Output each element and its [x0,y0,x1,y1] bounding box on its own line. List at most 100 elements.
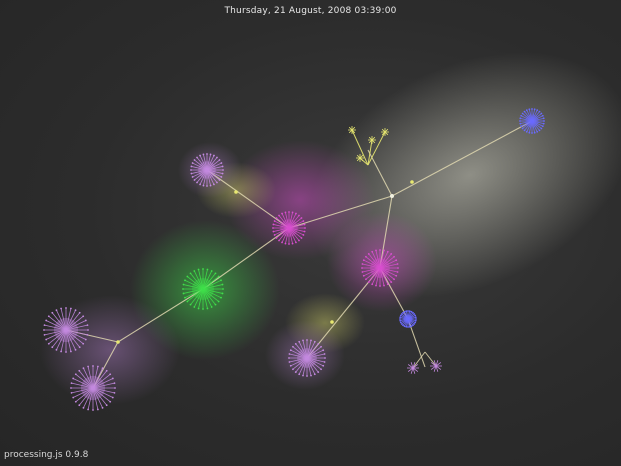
node-ray [206,154,211,171]
node-ray-tip [113,382,116,385]
node-ray-tip [78,346,81,349]
node-ray-tip [105,404,108,407]
node-ray [274,227,290,236]
node-ray-tip [407,310,409,312]
node-ray [531,120,543,127]
node-ray-tip [114,387,116,389]
node-ray [368,253,381,269]
node-ray-tip [367,281,370,283]
engine-version-label: processing.js 0.9.8 [4,450,89,460]
node-ray [183,284,204,290]
node-ray [206,169,215,185]
sprout-tip-2 [356,154,364,162]
node-ray-tip [281,241,283,244]
node-ray-tip [196,156,198,159]
node-ray [202,288,223,294]
node-ray-tip [304,227,306,229]
node-ray [65,329,72,352]
sprout-ray [381,131,386,136]
node-ray-tip [292,345,294,348]
node-ray [522,113,533,122]
node-ray-tip [273,234,276,236]
node-ray-tip [288,243,290,245]
node-ray-tip [531,132,533,134]
node-ray-tip [410,325,413,328]
node-ray [65,329,88,336]
node-ray [306,357,325,363]
node-ray [379,267,398,273]
node-ray-tip [302,234,305,236]
node-ray-tip [69,307,72,310]
node-ray-tip [533,131,536,134]
node-violet-left [43,307,89,353]
edge-dot-2 [116,340,120,344]
sprout-ray [368,139,373,144]
node-ray [288,217,302,229]
node-ray [520,120,533,125]
node-ray [288,227,297,243]
node-ray [302,357,308,376]
node-ray [306,340,312,359]
node-ray [92,387,115,394]
node-ray-tip [213,154,215,157]
node-ray-tip [222,169,224,171]
node-ray-tip [111,377,114,380]
node-ray-tip [96,408,99,411]
sprout-ray [371,136,376,141]
node-ray-tip [400,323,403,325]
node-ray-tip [281,212,283,215]
node-ray [379,263,398,269]
node-ray-tip [273,220,276,222]
node-ray-tip [302,339,304,342]
node-ray [362,267,381,273]
node-ray-tip [190,172,193,175]
node-ray [522,120,533,129]
node-ray-tip [294,343,297,345]
node-ray-tip [303,230,306,233]
node-ray [273,227,290,232]
node-ray [206,169,223,174]
node-ray [531,120,536,133]
node-ray-tip [182,292,185,295]
pair-ray [407,364,414,369]
node-ray [276,227,290,239]
pair-ray [412,367,419,372]
node-ray-tip [272,227,274,229]
sprout-ray [356,154,361,159]
node-ray-tip [379,249,381,251]
node-ray [531,120,540,131]
node-ray [75,387,94,403]
node-ray-tip [101,367,104,370]
node-ray [184,288,204,299]
node-ray-tip [403,325,406,328]
node-ray [51,312,67,331]
node-ray [202,269,208,290]
pair-ray [412,367,416,374]
node-ray-tip [523,110,526,113]
node-ray [78,370,94,389]
node-ray [274,220,290,229]
node-ray [292,346,308,359]
node-ray [281,227,290,243]
node-ray [306,357,312,376]
node-ray-tip [399,314,402,317]
node-ray [306,341,316,359]
node-ray-tip [220,279,222,282]
node-ray [202,270,213,290]
node-ray [288,227,302,239]
node-ray [190,273,204,290]
node-ray [193,288,204,308]
node-ray-tip [298,214,300,217]
node-ray-tip [193,306,196,308]
node-ray [531,110,538,122]
node-ray [306,357,324,367]
node-ray-tip [221,283,224,286]
node-ray [521,120,533,127]
node-ray [531,120,544,125]
node-ray-tip [55,309,58,312]
node-ray-tip [303,223,306,226]
node-ray [202,288,208,309]
node-ray [73,387,94,398]
node-ray-tip [288,357,290,359]
node-ray [65,308,72,331]
